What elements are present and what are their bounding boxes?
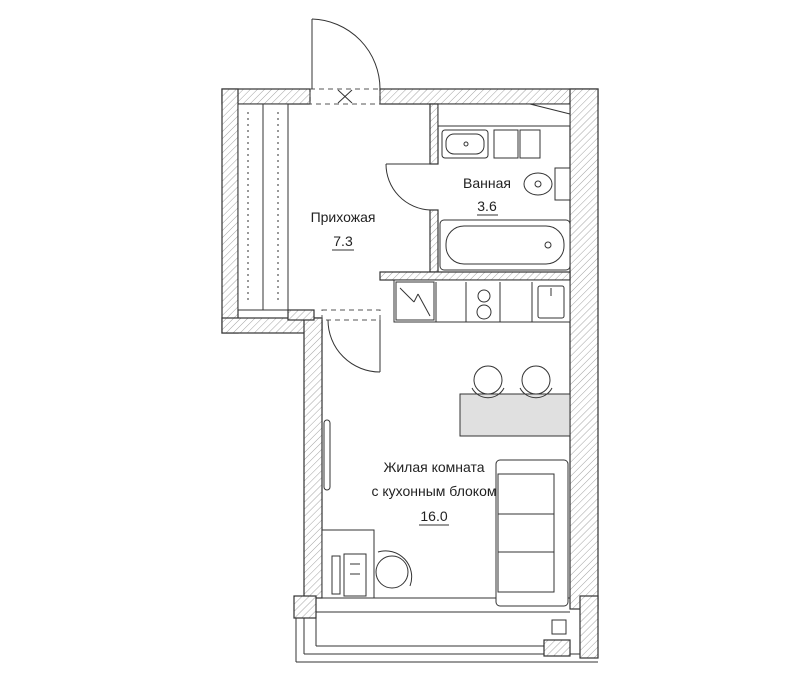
living-area: 16.0 [420, 508, 447, 524]
room-label-living: Жилая комната с кухонным блоком 16.0 [371, 459, 497, 526]
sofa [495, 459, 569, 607]
bathroom-door [385, 163, 431, 211]
window-bottom [295, 597, 598, 663]
bathroom-area: 3.6 [477, 198, 497, 214]
living-name-line1: Жилая комната [383, 459, 484, 475]
bathroom-name: Ванная [463, 175, 511, 191]
bathroom-fixtures [437, 103, 571, 271]
hallway-area: 7.3 [333, 233, 353, 249]
entrance-door [309, 18, 381, 105]
interior-walls [287, 103, 571, 321]
wardrobe [237, 103, 289, 311]
exterior-walls [221, 88, 599, 659]
living-name-line2: с кухонным блоком [371, 483, 496, 499]
room-label-hallway: Прихожая 7.3 [311, 209, 376, 251]
kitchen-block [393, 279, 571, 323]
hallway-name: Прихожая [311, 209, 376, 225]
desk [321, 529, 413, 599]
radiator [323, 419, 331, 491]
bar-counter [459, 365, 571, 437]
room-label-bathroom: Ванная 3.6 [463, 175, 511, 216]
living-door [327, 319, 381, 373]
